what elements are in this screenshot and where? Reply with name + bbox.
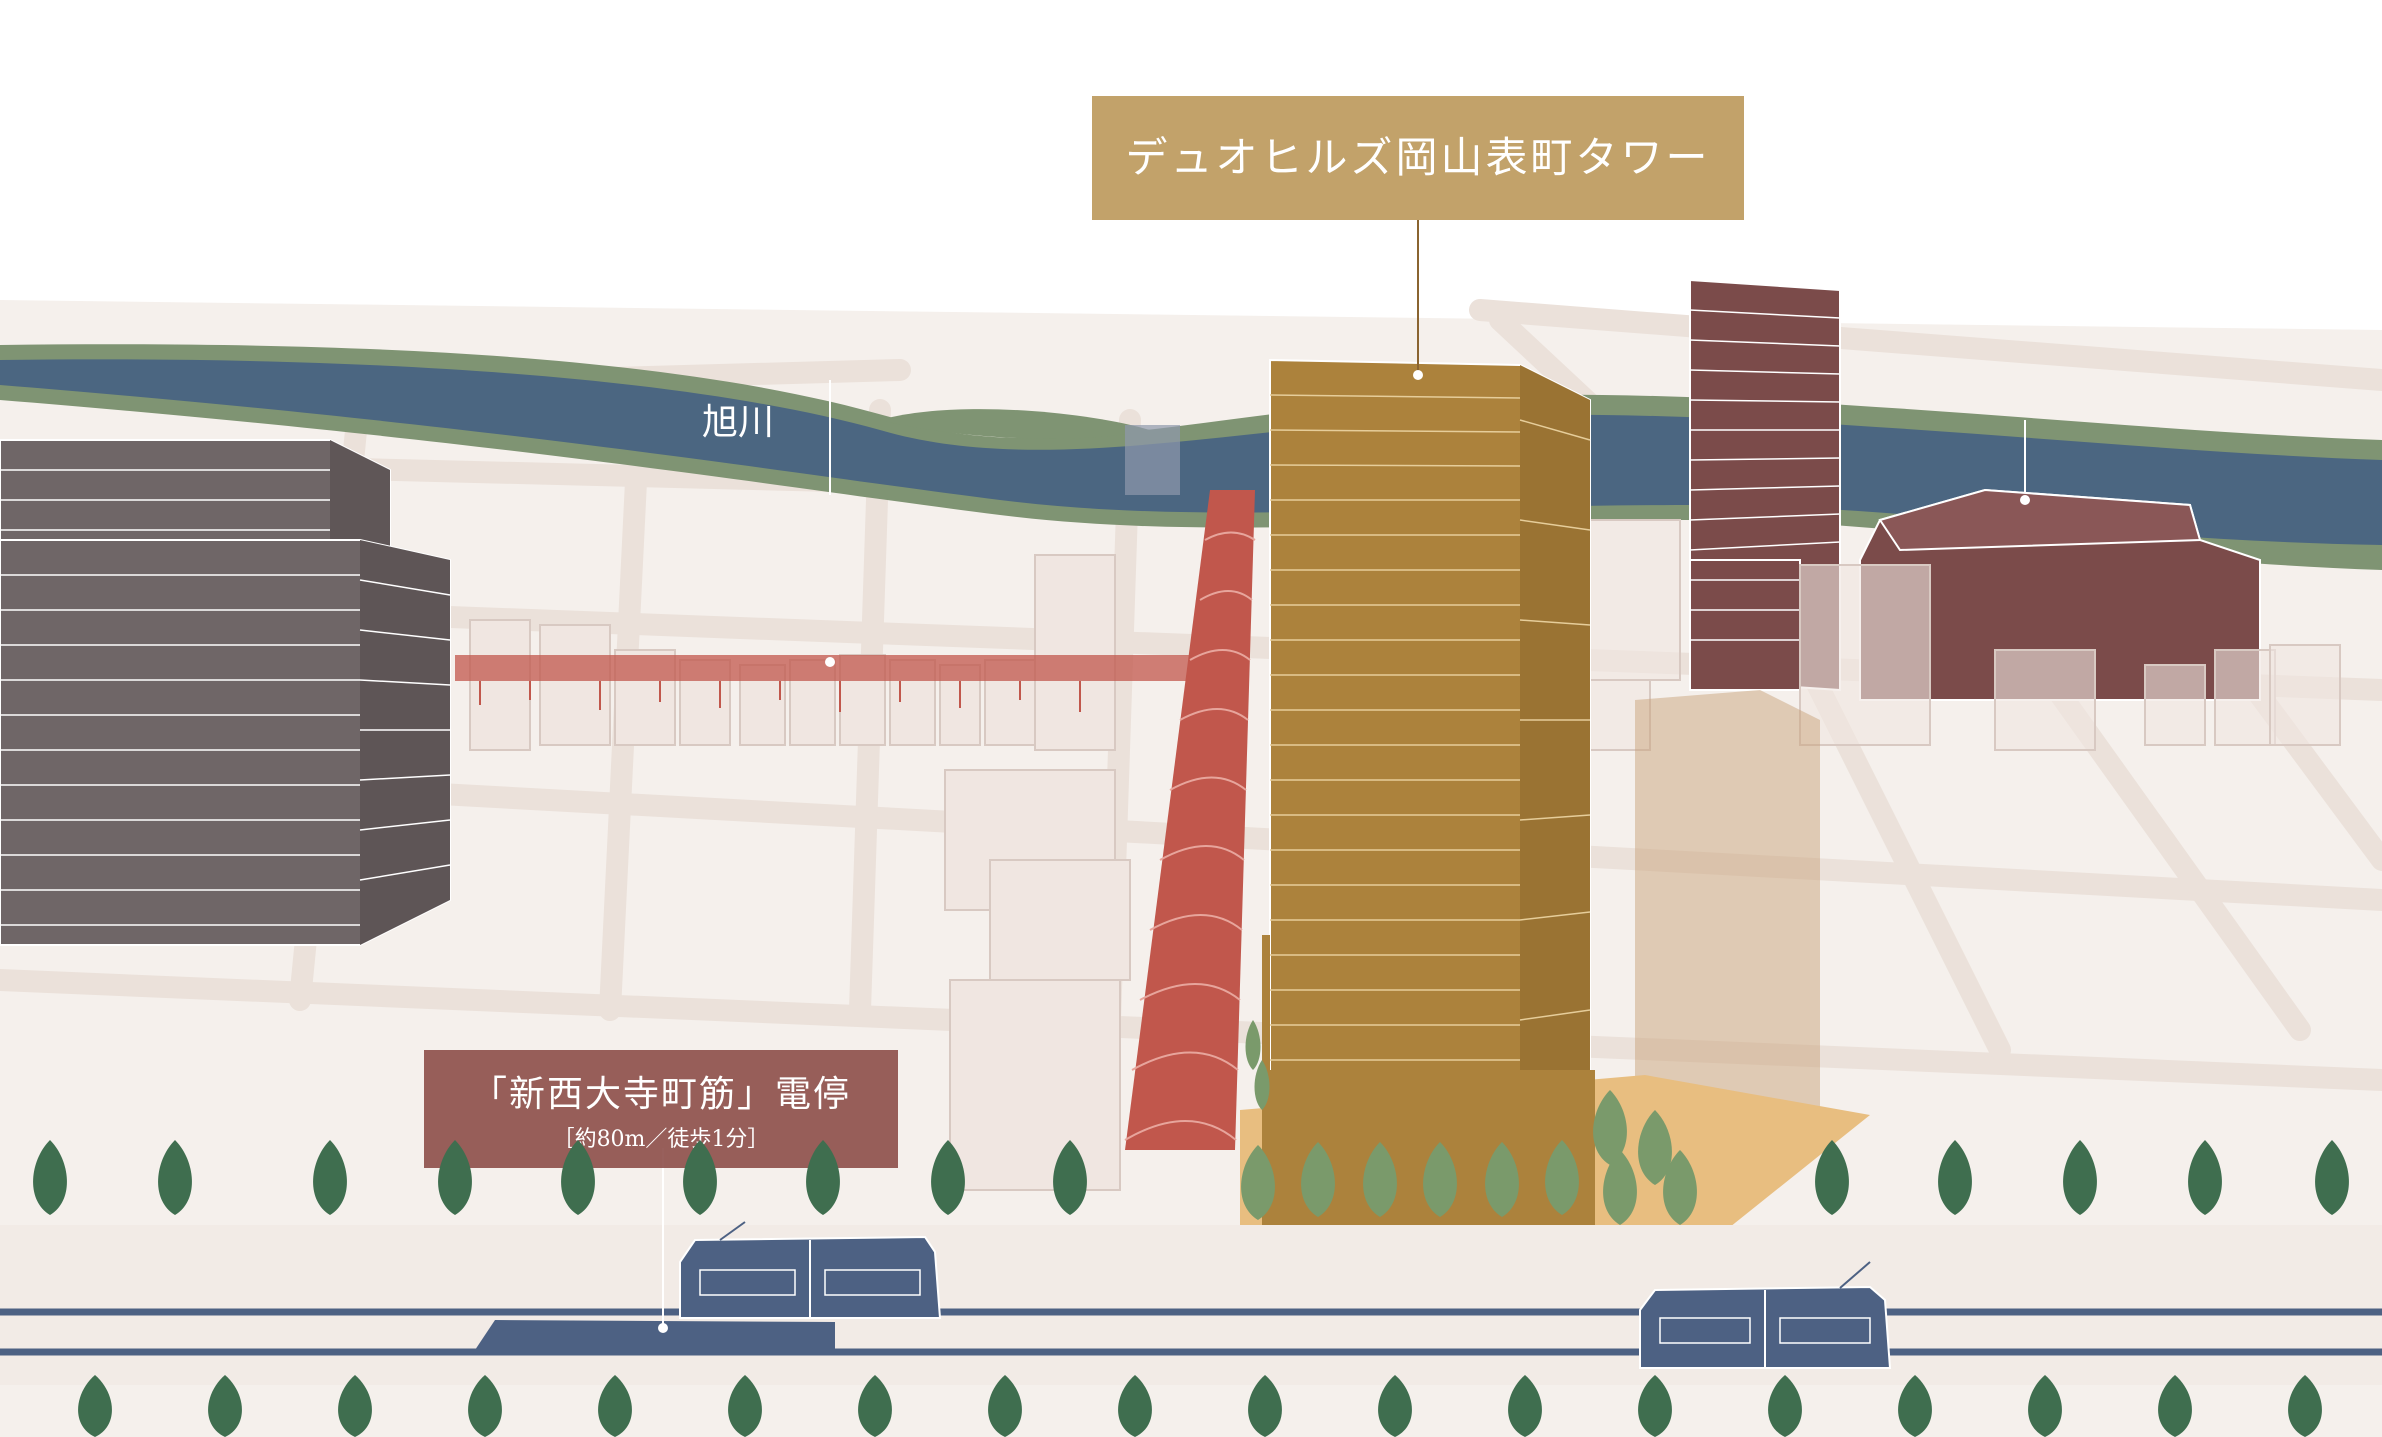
station-marker xyxy=(658,1323,668,1333)
arcade-east-west-drips xyxy=(479,681,1081,712)
tram-left xyxy=(679,1221,942,1319)
station-label-distance: ［約80m／徒歩1分］ xyxy=(553,1127,770,1152)
river-sandbar xyxy=(880,409,1150,439)
tower-label-box xyxy=(1092,96,1744,220)
dark-building-left xyxy=(0,439,451,946)
maroon-highrise-floors xyxy=(1689,309,1841,641)
road xyxy=(0,1225,2382,1385)
main-tower xyxy=(1262,358,1595,1235)
arcade-marker xyxy=(825,657,835,667)
station-label-name: 「新西大寺町筋」電停 xyxy=(471,1074,851,1115)
dark-building-left-floors xyxy=(0,469,451,926)
tree-row-lower xyxy=(78,1375,2322,1437)
light-tower-north xyxy=(1125,425,1180,495)
river-label: 旭川 xyxy=(702,402,774,443)
arena-marker xyxy=(2020,495,2030,505)
arcade-north-south xyxy=(1125,490,1255,1150)
tree-site-cluster xyxy=(1241,1020,1697,1225)
tower-marker xyxy=(1413,370,1423,380)
tower-label-text: デュオヒルズ岡山表町タワー xyxy=(1125,133,1710,182)
tree-row-upper xyxy=(33,1140,2349,1215)
main-tower-floors xyxy=(1269,394,1591,1061)
arcade-east-west xyxy=(455,655,1195,681)
tram-right xyxy=(1639,1261,1892,1369)
arcade-north-south-ribs xyxy=(1124,531,1256,1141)
light-buildings-east xyxy=(1589,519,2341,751)
translucent-building xyxy=(1635,690,1820,1150)
tram-platform xyxy=(475,1320,835,1350)
